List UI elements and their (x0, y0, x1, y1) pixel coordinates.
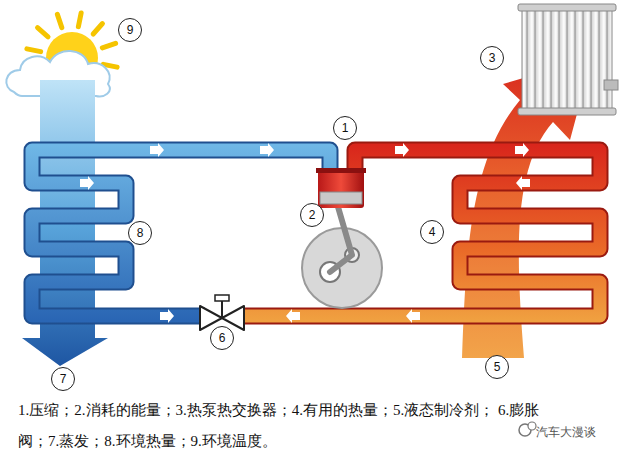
callout-text: 5 (494, 361, 501, 373)
callout-number: 3 (480, 46, 504, 70)
callout-number: 4 (420, 220, 444, 244)
callout-text: 1 (342, 122, 349, 134)
callout-number: 8 (128, 221, 152, 245)
callout-text: 6 (219, 332, 226, 344)
sun-ray (93, 24, 102, 34)
callout-number: 2 (300, 203, 324, 227)
callout-text: 8 (137, 227, 144, 239)
sun-ray (38, 28, 48, 37)
callout-text: 2 (309, 209, 316, 221)
callout-number: 5 (485, 355, 509, 379)
callout-text: 7 (60, 373, 67, 385)
callout-text: 9 (127, 24, 134, 36)
sun-ray (57, 14, 61, 27)
callout-number: 7 (51, 367, 75, 391)
callout-number: 9 (118, 18, 142, 42)
watermark: 汽车大漫谈 (536, 424, 596, 441)
callout-number: 1 (333, 116, 357, 140)
callout-text: 3 (489, 52, 496, 64)
callout-number: 6 (210, 326, 234, 350)
sun-ray (78, 13, 81, 27)
sun-ray (27, 49, 41, 52)
callout-text: 4 (429, 226, 436, 238)
sun-ray (102, 43, 115, 47)
caption: 1.压缩；2.消耗的能量；3.热泵热交换器；4.有用的热量；5.液态制冷剂； 6… (18, 395, 563, 453)
